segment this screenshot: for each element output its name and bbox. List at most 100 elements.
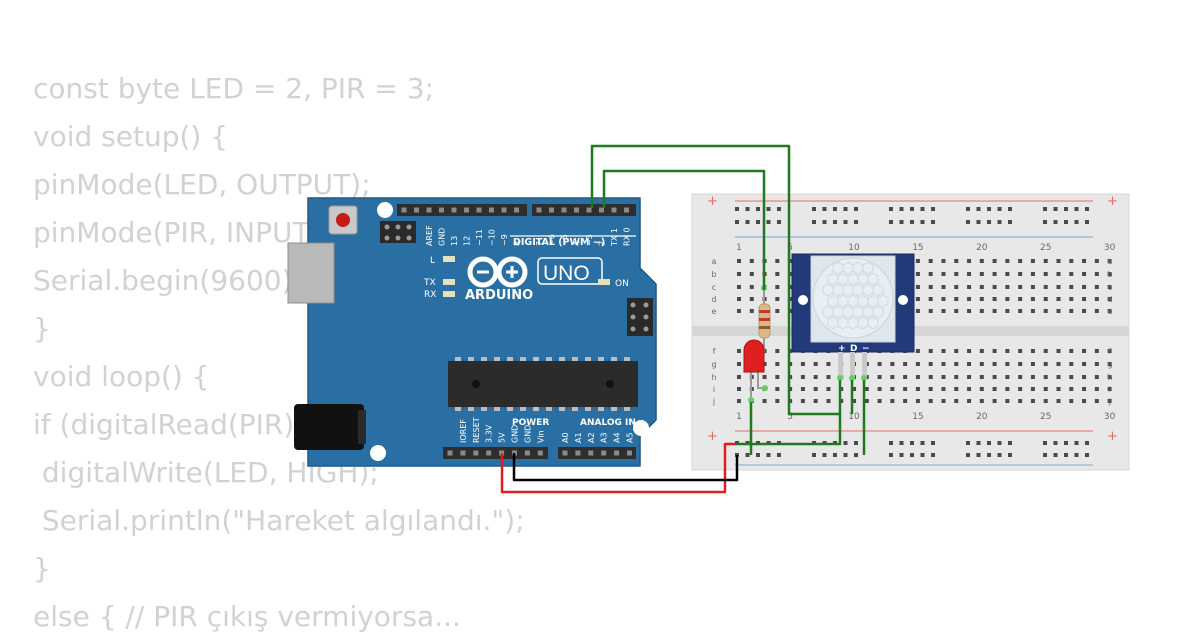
digital-pin-label: ~10 [488,229,497,246]
breadboard-column-number: 10 [848,412,860,422]
breadboard-row-letter: c [1108,283,1112,292]
uno-badge [537,257,603,285]
l-led-label: L [430,256,435,266]
breadboard-column-number: 10 [848,243,860,253]
digital-pin-label: AREF [425,225,434,246]
digital-pin-label: TX 1 [610,228,619,247]
breadboard-column-number: 20 [976,412,988,422]
red-led[interactable] [743,339,768,403]
power-pin-label: GND [511,425,520,443]
wire-5v-to-plus-rail[interactable] [500,442,736,494]
digital-pin-label: 7 [535,241,544,246]
pir-sensor[interactable]: + D − [791,253,915,381]
digital-header-right [532,204,636,216]
breadboard-row-letter: a [712,257,717,266]
code-line: else { // PIR çıkış vermiyorsa... [33,600,461,633]
breadboard-row-letter: c [712,283,716,292]
breadboard-column-number: 15 [912,412,923,422]
digital-pin-label: ~9 [500,234,509,246]
pir-pin-label-data: D [850,344,857,354]
breadboard-row-letter: g [711,360,716,369]
power-label: POWER [512,418,549,428]
pir-pin-label-vcc: + [838,344,846,354]
pir-pin-vcc [838,352,843,378]
on-led [598,279,610,285]
rail-plus-top-right: + [1107,194,1118,209]
rx-led [443,291,455,297]
power-pin-label: Vin [536,430,545,443]
code-line: } [33,552,51,585]
mount-hole-1 [377,202,393,218]
mount-hole-2 [633,420,649,436]
wires [500,144,866,494]
analog-in-label: ANALOG IN [580,418,636,428]
uno-model-label: UNO [543,262,590,285]
breadboard-column-number: 1 [736,412,742,422]
arduino-logo-icon [467,256,528,288]
tx-led-label: TX [423,278,436,288]
code-line: Serial.begin(9600); [33,264,302,297]
code-line: const byte LED = 2, PIR = 3; [33,72,435,105]
code-line: void setup() { [33,120,229,153]
code-line: Serial.println("Hareket algılandı."); [33,504,525,537]
dc-power-jack [294,404,364,450]
pir-dome-icon [812,257,894,339]
breadboard-column-number: 20 [976,243,988,253]
analog-pin-label: A5 [626,432,635,443]
digital-pin-label: 8 [513,241,522,246]
breadboard-row-letter: h [1107,373,1112,382]
power-pin-label: IOREF [459,419,468,443]
breadboard-column-number: 30 [1104,243,1116,253]
digital-pin-label: ~6 [548,234,557,246]
code-line: pinMode(LED, OUTPUT); [33,168,371,201]
breadboard-row-letter: i [713,385,715,394]
analog-pin-label: A3 [600,432,609,443]
breadboard-column-number: 1 [736,243,742,253]
digital-pwm-label: DIGITAL (PWM ~) [513,237,605,248]
rail-plus-bottom-right: + [1107,429,1118,444]
resistor[interactable] [758,285,771,354]
breadboard-row-letter: b [1107,270,1112,279]
breadboard-row-letter: e [712,307,717,316]
breadboard-row-letter: d [711,295,716,304]
led-body [743,339,765,373]
breadboard-row-letter: i [1109,385,1111,394]
breadboard-row-letter: h [711,373,716,382]
code-line: void loop() { [33,360,210,393]
digital-pin-label: RX 0 [623,227,632,246]
pir-pin-gnd [862,352,867,378]
breadboard-column-number: 15 [912,243,923,253]
power-pin-label: 5V [498,432,507,443]
pir-pin-data [850,352,855,378]
analog-pin-label: A1 [574,432,583,443]
wire-pir-vcc-rail[interactable] [736,380,842,446]
breadboard-column-number: 25 [1040,243,1051,253]
rail-plus-top-left: + [707,194,718,209]
digital-pin-label: GND [438,228,447,246]
analog-header [558,447,636,459]
pir-pin-label-gnd: − [862,344,870,354]
digital-pin-label: ~11 [475,229,484,246]
wire-gnd-to-minus-rail[interactable] [512,453,739,482]
analog-pin-label: A0 [561,432,570,443]
reset-button-cap [336,213,350,227]
pir-mount-hole-left [798,295,808,305]
wire-led-to-pin2[interactable] [602,169,766,290]
digital-header-left [397,204,527,216]
rail-plus-bottom-left: + [707,429,718,444]
l-led [443,256,455,262]
breadboard-row-letter: g [1107,360,1112,369]
power-pin-label: GND [523,425,532,443]
breadboard-row-letter: f [713,347,716,356]
breadboard-column-number: 5 [787,412,793,422]
wire-pir-data-to-pin3[interactable] [590,144,840,416]
breadboard-row-letter: j [712,397,715,406]
usb-port [287,242,335,304]
code-line: } [33,312,51,345]
breadboard-row-letter: a [1108,257,1113,266]
breadboard-row-letter: b [711,270,716,279]
digital-pin-label: ~3 [585,234,594,246]
